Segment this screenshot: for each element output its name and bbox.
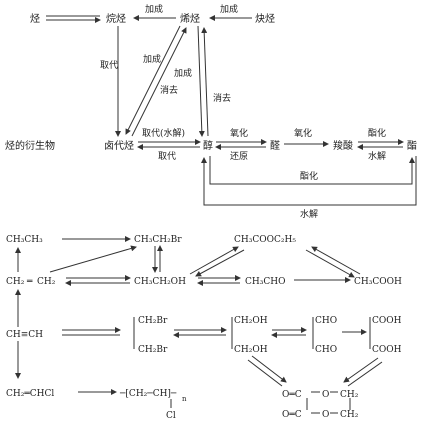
- chem-acetylene: CH≡CH: [6, 330, 43, 340]
- chem-ester-oc-bottom: O═C: [282, 410, 302, 420]
- node-alkene: 烯烃: [180, 12, 200, 25]
- label-substitution-h: 取代: [158, 151, 176, 162]
- label-reduction: 还原: [230, 150, 248, 162]
- chem-pvc: ─[CH₂─CH]─: [119, 389, 177, 399]
- node-ester: 酯: [407, 140, 417, 152]
- chem-ester-ch2-bottom: CH₂: [340, 410, 359, 420]
- label-addition-2: 加成: [220, 3, 238, 15]
- chem-ethylene-eq: ═: [26, 277, 33, 287]
- chem-ethane: CH₃CH₃: [6, 235, 43, 245]
- label-addition-diag-1: 加成: [143, 53, 161, 65]
- arrow-glycol-cycloester: [251, 355, 287, 383]
- label-esterification-2: 酯化: [300, 170, 318, 182]
- chem-ester-oc-top: O═C: [282, 390, 302, 400]
- chem-ester-o-top: O: [322, 390, 329, 400]
- chem-vinyl-chloride: CH₂═CHCl: [6, 389, 54, 399]
- chem-glyoxal-bottom: CHO: [315, 345, 337, 355]
- chem-ethylene-ch2-b: CH₂: [37, 277, 56, 287]
- chem-pvc-cl: Cl: [166, 411, 176, 421]
- arrow-alcohol-alkene: [201, 27, 209, 137]
- loop-hydrolysis: [201, 156, 417, 206]
- arrow-oxalic-cycloester: [343, 357, 379, 383]
- chem-ethylene-ch2-a: CH₂: [6, 277, 25, 287]
- node-acid: 羧酸: [333, 139, 353, 152]
- node-alkane: 烷烃: [106, 12, 126, 25]
- chem-ethanol: CH₃CH₂OH: [134, 277, 186, 287]
- arrow-oxalic-cycloester-2: [347, 361, 383, 387]
- chem-acetic-acid: CH₃COOH: [354, 277, 402, 287]
- chem-bromoethane: CH₃CH₂Br: [134, 235, 182, 245]
- chem-dibromo-top: CH₂Br: [138, 316, 168, 326]
- label-oxidation-1: 氧化: [230, 127, 248, 139]
- label-hydrolysis-2: 水解: [300, 208, 318, 220]
- chem-ester-ch2-top: CH₂: [340, 390, 359, 400]
- arrow-ethanol-ester: [189, 246, 239, 275]
- node-haloalkane: 卤代烃: [104, 139, 134, 152]
- node-alcohol: 醇: [203, 139, 213, 152]
- chem-dibromo-bottom: CH₂Br: [138, 345, 168, 355]
- node-hydrocarbon: 烃: [30, 12, 40, 25]
- arrow-ester-acetic: [305, 249, 355, 278]
- chem-ethyl-acetate: CH₃COOC₂H₅: [234, 235, 296, 245]
- arrow-haloalkane-alkene: [131, 27, 187, 137]
- node-derivative: 烃的衍生物: [5, 139, 55, 152]
- chem-glycol-bottom: CH₂OH: [234, 345, 268, 355]
- node-aldehyde: 醛: [270, 139, 280, 152]
- arrow-glycol-cycloester-2: [247, 359, 283, 387]
- node-alkyne: 炔烃: [255, 12, 275, 25]
- chem-glycol-top: CH₂OH: [234, 316, 268, 326]
- arrow-ethylene-bromoethane: [49, 245, 137, 273]
- label-esterification-1: 酯化: [368, 127, 386, 139]
- label-substitution-v: 取代: [100, 60, 118, 71]
- arrow-acetic-ester: [311, 246, 361, 275]
- label-subst-hydrolysis: 取代(水解): [142, 127, 185, 139]
- chem-pvc-n: n: [182, 395, 187, 403]
- arrow-ester-ethanol: [195, 249, 245, 277]
- label-elimination-right: 消去: [213, 92, 231, 104]
- label-oxidation-2: 氧化: [294, 127, 312, 139]
- label-hydrolysis-1: 水解: [368, 150, 386, 162]
- label-elimination-diag: 消去: [160, 84, 178, 96]
- arrow-alkene-haloalkane: [125, 25, 181, 135]
- chem-glyoxal-top: CHO: [315, 316, 337, 326]
- arrow-alkene-alcohol: [197, 25, 205, 137]
- chem-oxalic-bottom: COOH: [372, 345, 402, 355]
- loop-esterification: [209, 156, 415, 185]
- chem-acetaldehyde: CH₃CHO: [245, 277, 285, 287]
- chem-oxalic-top: COOH: [372, 316, 402, 326]
- chem-ester-o-bottom: O: [322, 410, 329, 420]
- label-addition-1: 加成: [145, 3, 163, 15]
- label-addition-diag-2: 加成: [174, 67, 192, 79]
